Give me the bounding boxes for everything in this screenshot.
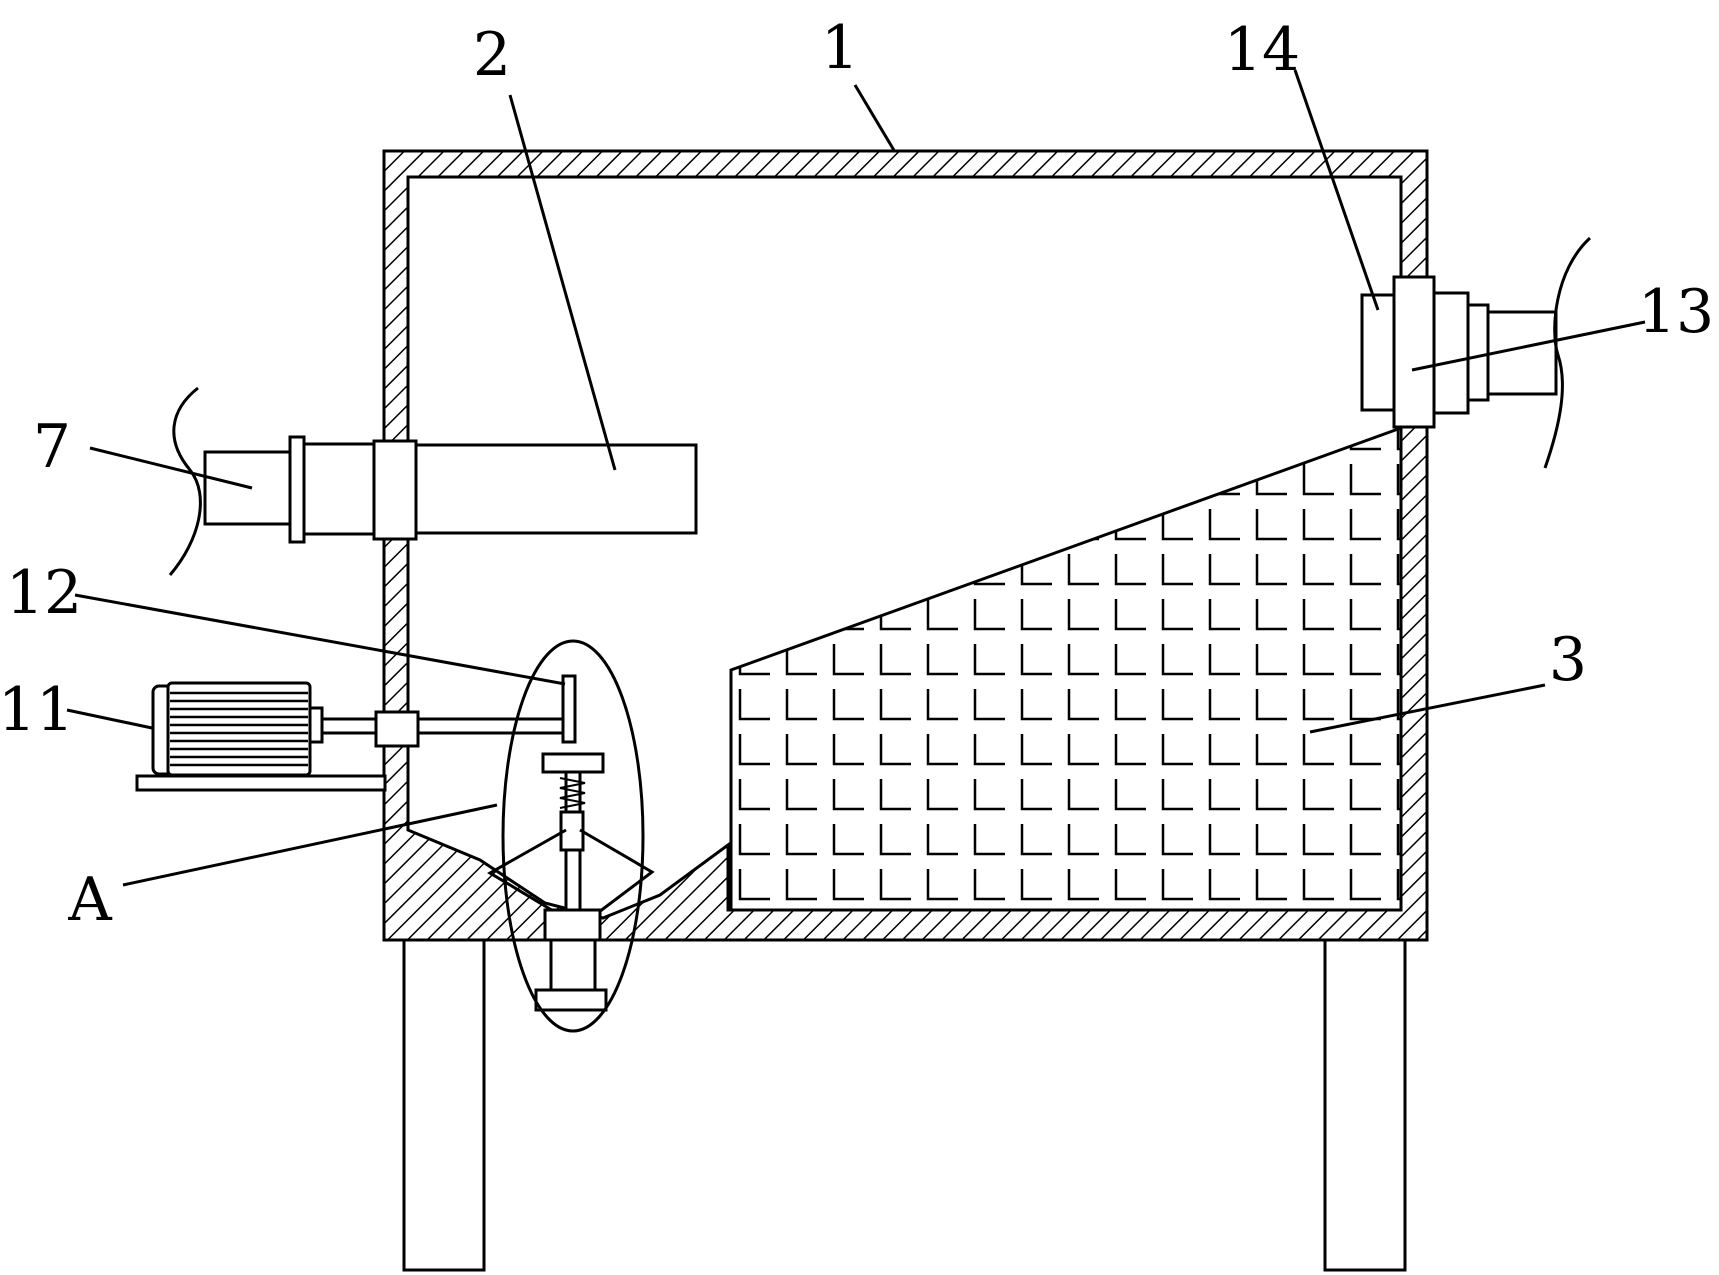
label-filter-screen: 3 [1549,625,1587,695]
label-inlet-pipe: 2 [473,20,511,90]
label-motor: 11 [0,675,74,745]
label-valve: 14 [1224,15,1300,85]
part-labels: 1 2 14 13 7 12 11 3 A [0,13,1714,935]
support-legs [402,938,1407,1272]
agitator-mechanism [487,674,655,1012]
feed-pipe [168,386,698,576]
outlet-pipe [1360,236,1592,469]
detail-a-outline [501,639,645,1033]
label-housing: 1 [821,13,859,83]
label-detail-a: A [67,865,112,935]
label-shaft: 12 [6,558,82,628]
label-outlet: 13 [1638,277,1714,347]
motor [135,681,568,792]
label-feed-pipe: 7 [33,412,71,482]
leader-lines [66,69,1646,887]
filter-screen [729,425,1403,912]
